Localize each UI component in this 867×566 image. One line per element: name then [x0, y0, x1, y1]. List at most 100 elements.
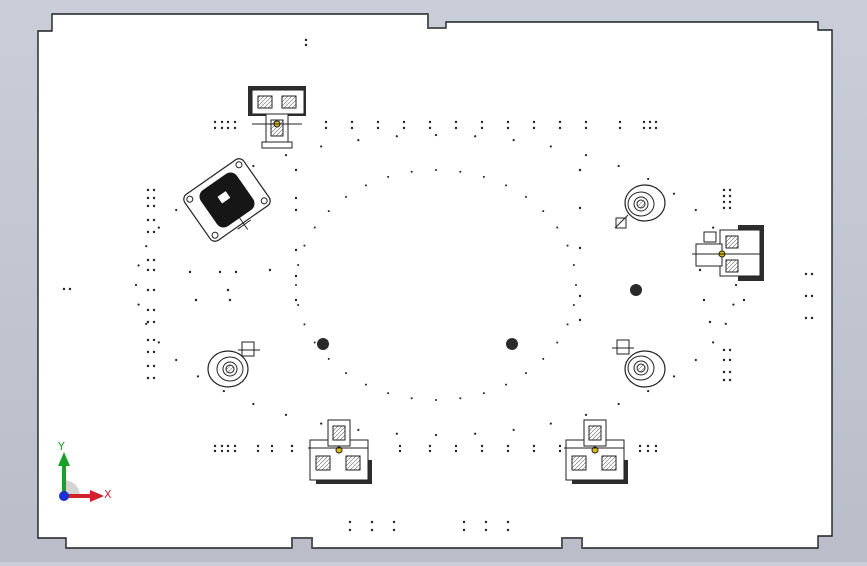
- hole: [558, 120, 562, 124]
- hole: [810, 316, 814, 320]
- hole: [480, 126, 484, 130]
- hole: [482, 392, 485, 395]
- hole: [392, 520, 396, 524]
- hole: [146, 218, 150, 222]
- hole: [68, 287, 72, 291]
- hole: [348, 520, 352, 524]
- hole: [672, 375, 676, 378]
- fixture-round-right-lower[interactable]: [612, 339, 666, 388]
- hole: [295, 284, 297, 286]
- fixture-round-right-upper[interactable]: [614, 184, 666, 229]
- hole: [638, 444, 642, 448]
- hole: [320, 145, 323, 148]
- hole: [532, 126, 536, 130]
- hole: [304, 43, 308, 47]
- hole: [62, 287, 66, 291]
- hole: [542, 357, 545, 360]
- hole: [646, 444, 650, 448]
- hole: [572, 264, 575, 267]
- hole: [556, 226, 559, 229]
- fixture-right[interactable]: [692, 225, 764, 281]
- hole: [647, 389, 650, 393]
- hole: [218, 270, 222, 274]
- hole: [252, 164, 255, 168]
- hole: [226, 288, 230, 292]
- hole: [152, 218, 156, 222]
- hole: [152, 196, 156, 200]
- hole: [175, 208, 178, 212]
- hole: [398, 444, 402, 448]
- hole: [638, 449, 642, 453]
- hole: [228, 298, 232, 302]
- hole: [256, 449, 260, 453]
- hole: [722, 206, 726, 210]
- hole: [524, 372, 527, 375]
- fixture-top[interactable]: [248, 86, 306, 149]
- hole: [146, 376, 150, 380]
- hole: [459, 397, 462, 400]
- hole: [435, 399, 437, 401]
- hole: [196, 375, 200, 378]
- hole: [294, 208, 298, 212]
- hole: [724, 322, 727, 325]
- hole: [220, 126, 224, 130]
- locating-pin: [630, 284, 642, 296]
- hole: [728, 188, 732, 192]
- hole: [357, 428, 360, 431]
- hole: [428, 449, 432, 453]
- fixture-bottom-left[interactable]: [308, 419, 372, 484]
- hole: [157, 226, 160, 229]
- hole: [728, 358, 732, 362]
- hole: [410, 170, 413, 173]
- hole: [480, 444, 484, 448]
- hole: [698, 268, 702, 272]
- hole: [648, 120, 652, 124]
- hole: [146, 268, 150, 272]
- hole: [428, 120, 432, 124]
- hole: [175, 358, 178, 362]
- hole: [618, 126, 622, 130]
- hole: [213, 449, 217, 453]
- hole: [348, 528, 352, 532]
- base-plate[interactable]: [37, 13, 833, 549]
- hole: [233, 444, 237, 448]
- hole: [146, 350, 150, 354]
- hole: [578, 318, 582, 322]
- hole: [146, 338, 150, 342]
- hole: [146, 204, 150, 208]
- hole: [146, 230, 150, 234]
- hole: [146, 196, 150, 200]
- hole: [188, 270, 192, 274]
- hole: [146, 188, 150, 192]
- hole: [462, 520, 466, 524]
- hole: [672, 192, 676, 195]
- hole: [654, 120, 658, 124]
- hole: [506, 520, 510, 524]
- hole: [558, 449, 562, 453]
- hole: [722, 378, 726, 382]
- hole: [549, 145, 552, 148]
- hole: [575, 284, 577, 286]
- hole: [728, 194, 732, 198]
- hole: [654, 444, 658, 448]
- hole: [810, 272, 814, 276]
- fixture-rotated[interactable]: [181, 156, 277, 250]
- hole: [558, 444, 562, 448]
- hole: [482, 175, 485, 178]
- x-axis-label: X: [104, 488, 112, 501]
- hole: [137, 264, 140, 267]
- fixture-bottom-right[interactable]: [564, 419, 628, 484]
- hole: [392, 528, 396, 532]
- hole: [303, 244, 306, 247]
- hole: [395, 432, 398, 435]
- hole: [506, 120, 510, 124]
- fixture-round-left-lower[interactable]: [207, 341, 260, 388]
- hole: [434, 433, 438, 437]
- hole: [152, 258, 156, 262]
- hole: [350, 126, 354, 130]
- hole: [434, 133, 438, 137]
- hole: [484, 528, 488, 532]
- hole: [506, 444, 510, 448]
